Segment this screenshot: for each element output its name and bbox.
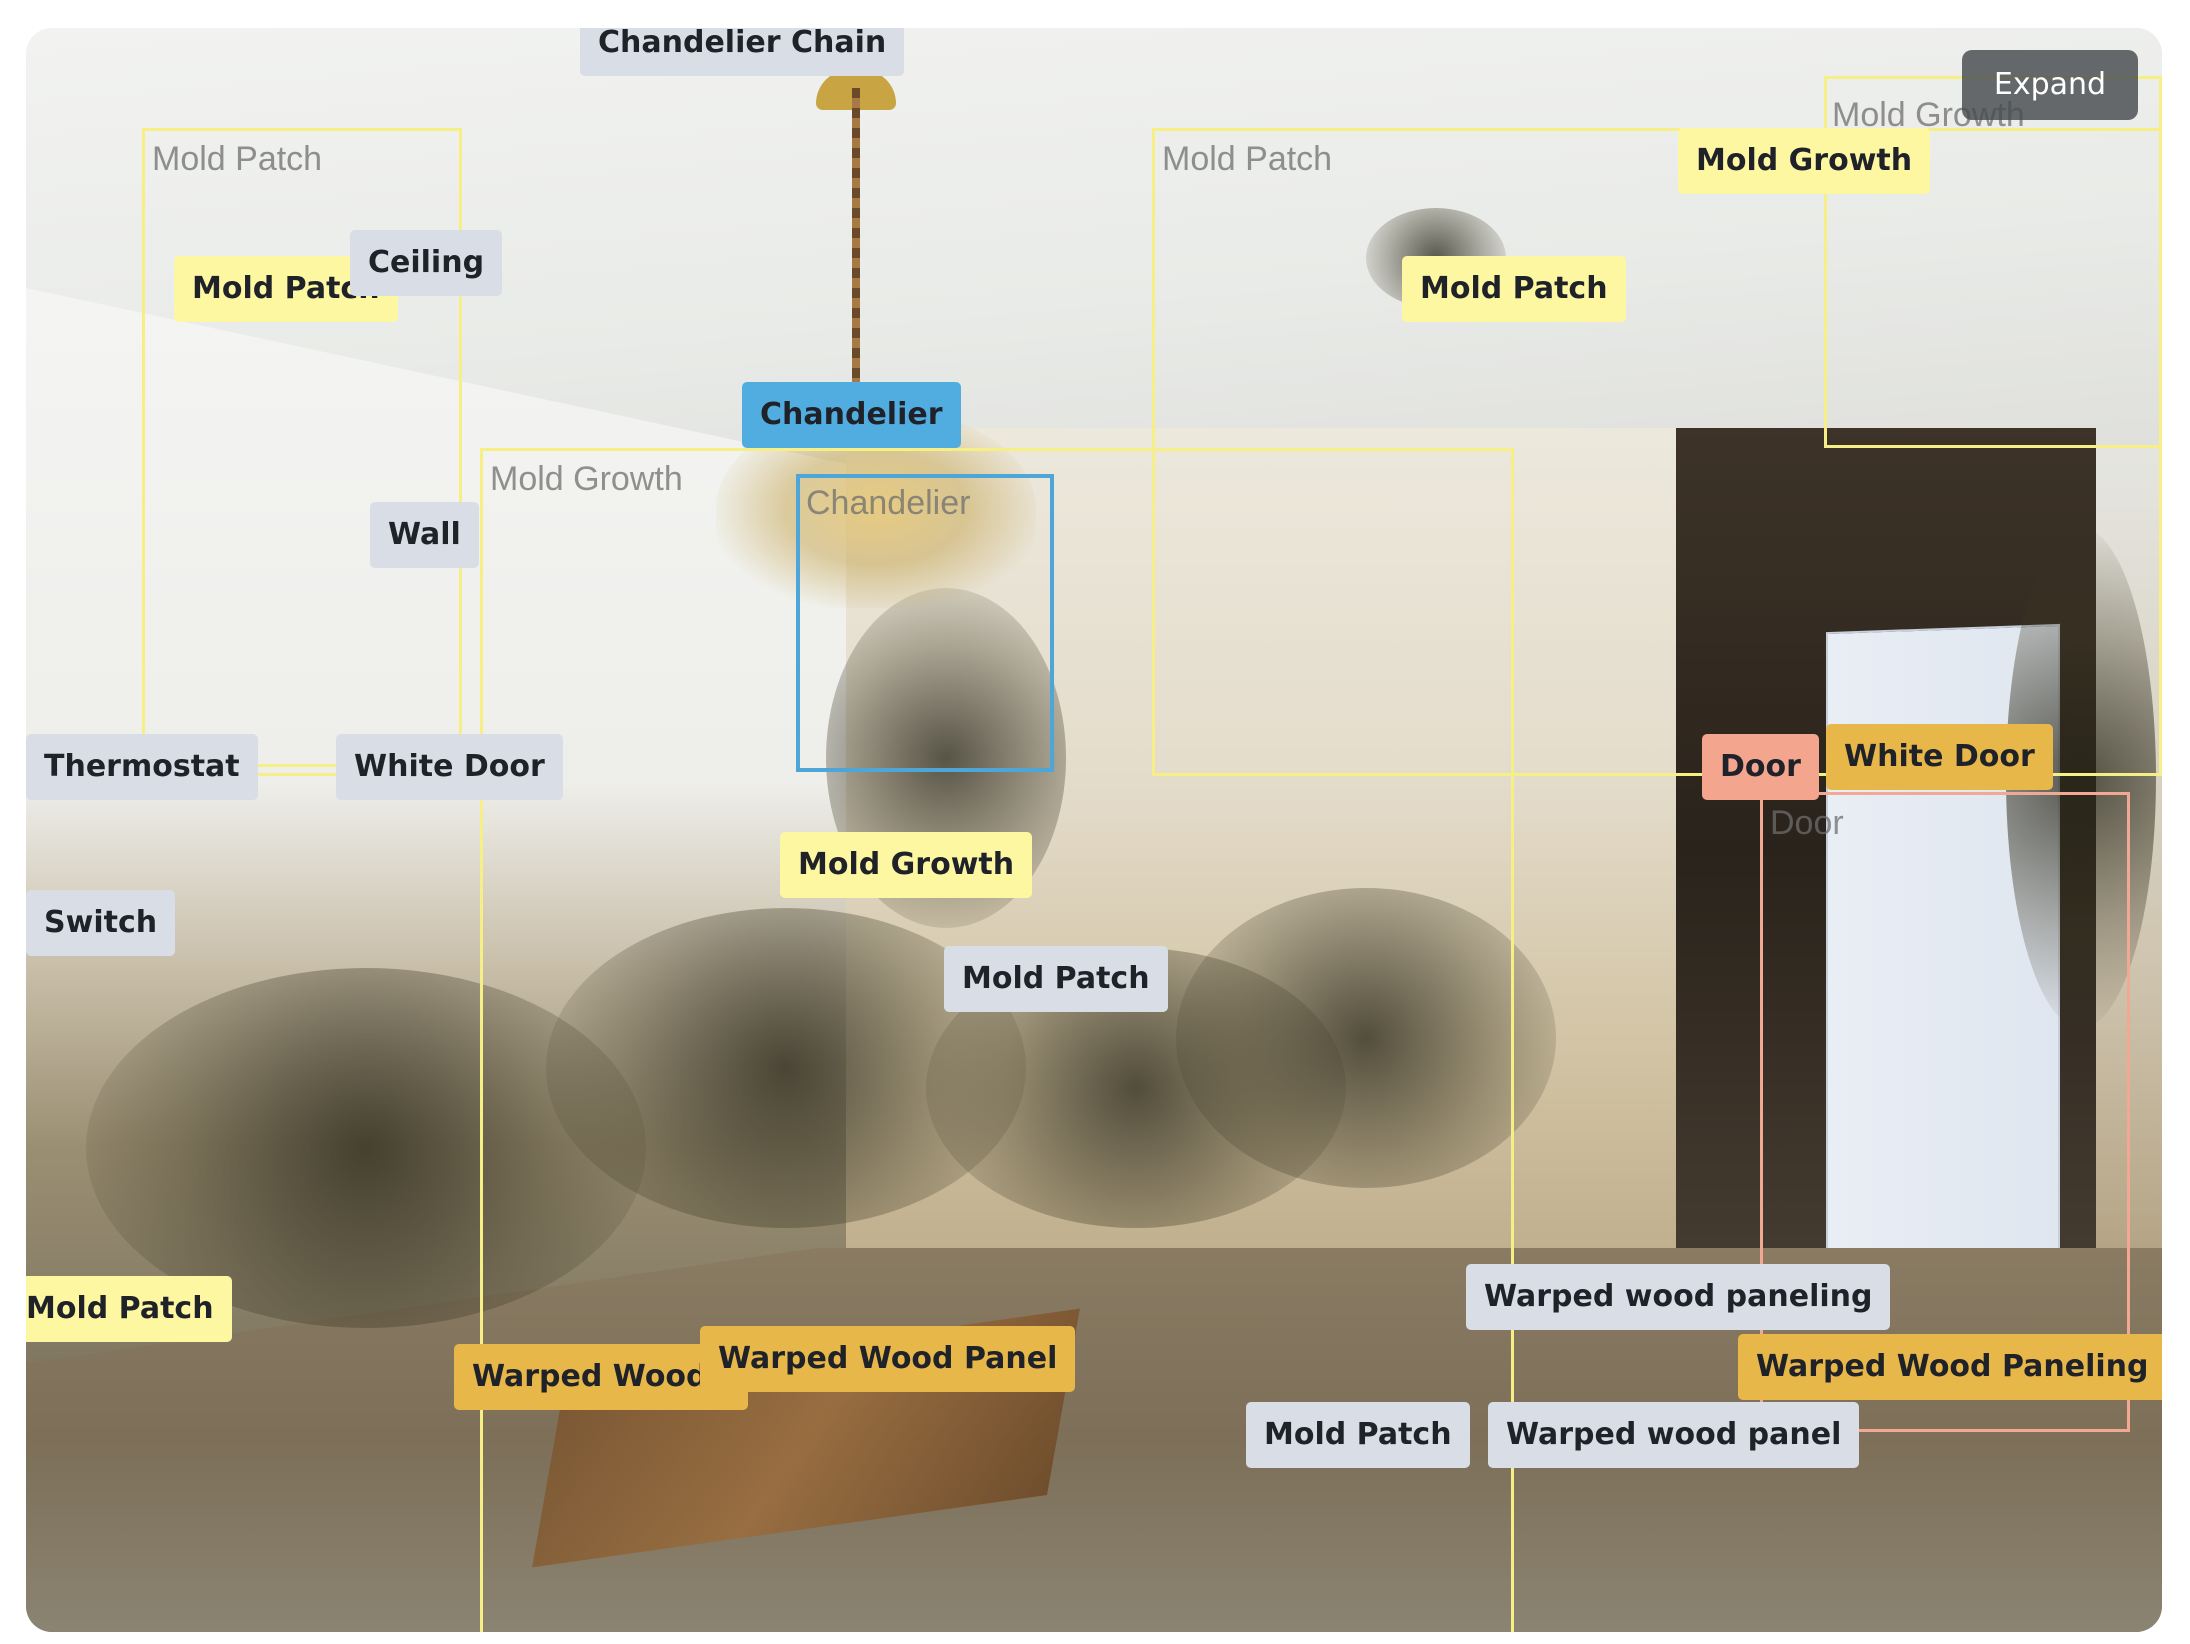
bbox-mold-patch-right bbox=[1152, 128, 2162, 776]
tag-chandelier[interactable]: Chandelier bbox=[742, 382, 961, 448]
tag-white-door-left[interactable]: White Door bbox=[336, 734, 563, 800]
bbox-mold-growth-center bbox=[480, 448, 1514, 1632]
tag-mold-patch-bottom[interactable]: Mold Patch bbox=[1246, 1402, 1470, 1468]
tag-warped-wood-panel-lower[interactable]: Warped wood panel bbox=[1488, 1402, 1860, 1468]
tag-wall[interactable]: Wall bbox=[370, 502, 479, 568]
ghost-label-mold-growth-center: Mold Growth bbox=[490, 460, 683, 498]
tag-warped-wood-paneling-lower[interactable]: Warped wood paneling bbox=[1466, 1264, 1891, 1330]
expand-button[interactable]: Expand bbox=[1962, 50, 2138, 120]
bbox-connector-line bbox=[230, 764, 390, 770]
photo-mold-spot bbox=[1176, 888, 1556, 1188]
tag-warped-wood-paneling-upper[interactable]: Warped Wood Paneling bbox=[1738, 1334, 2162, 1400]
annotated-image-viewer: Mold Patch Mold Patch Mold Growth Mold G… bbox=[26, 28, 2162, 1632]
tag-mold-growth-center[interactable]: Mold Growth bbox=[780, 832, 1033, 898]
tag-white-door-right[interactable]: White Door bbox=[1826, 724, 2053, 790]
tag-warped-wood-panel-center[interactable]: Warped Wood Panel bbox=[700, 1326, 1076, 1392]
ghost-label-chandelier: Chandelier bbox=[806, 484, 971, 522]
tag-switch[interactable]: Switch bbox=[26, 890, 176, 956]
bbox-mold-patch-left bbox=[142, 128, 462, 776]
tag-ceiling[interactable]: Ceiling bbox=[350, 230, 503, 296]
ghost-label-mold-patch-left: Mold Patch bbox=[152, 140, 323, 178]
bbox-chandelier bbox=[796, 474, 1054, 772]
tag-mold-patch-ceiling-right[interactable]: Mold Patch bbox=[1402, 256, 1626, 322]
tag-mold-patch-center[interactable]: Mold Patch bbox=[944, 946, 1168, 1012]
bbox-door-edge bbox=[1760, 792, 1763, 1432]
tag-warped-wood-panel-left[interactable]: Warped Wood P bbox=[454, 1344, 748, 1410]
photo-chandelier-chain bbox=[852, 88, 860, 418]
tag-mold-patch-bottom-left[interactable]: Mold Patch bbox=[26, 1276, 232, 1342]
tag-chandelier-chain[interactable]: Chandelier Chain bbox=[580, 28, 905, 76]
tag-door[interactable]: Door bbox=[1702, 734, 1819, 800]
tag-thermostat[interactable]: Thermostat bbox=[26, 734, 258, 800]
ghost-label-mold-patch-right: Mold Patch bbox=[1162, 140, 1333, 178]
tag-mold-growth-top-right[interactable]: Mold Growth bbox=[1678, 128, 1931, 194]
ghost-label-door: Door bbox=[1770, 804, 1844, 842]
